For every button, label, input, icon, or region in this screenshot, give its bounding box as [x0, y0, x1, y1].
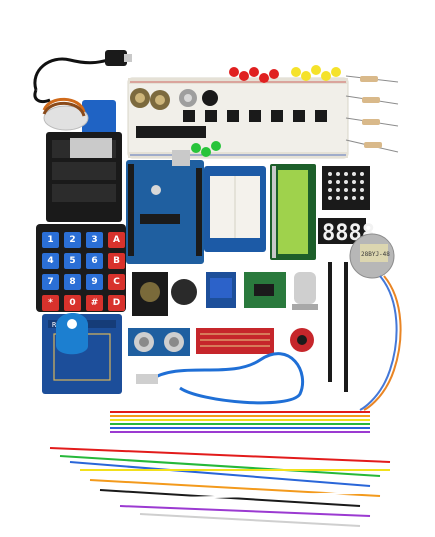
- keypad-key: [108, 295, 125, 311]
- keypad-key: [42, 295, 59, 311]
- keypad-key: [42, 253, 59, 269]
- keypad-key-label: 9: [91, 277, 97, 287]
- jumper-wires-pile: [49, 447, 391, 527]
- joystick-cap: [171, 279, 197, 305]
- usb-cable: [136, 352, 305, 405]
- keypad-key-label: 5: [69, 256, 75, 266]
- pin-headers: [328, 262, 348, 392]
- dc-motor: [292, 272, 318, 310]
- keypad-key-label: 4: [47, 256, 53, 266]
- stepper-label: 28BYJ-48: [361, 251, 390, 258]
- keypad-key: [86, 253, 103, 269]
- keypad-key: [64, 295, 81, 311]
- dc-power-cable: [33, 50, 132, 104]
- ultrasonic-sensor: [128, 328, 190, 356]
- potentiometer-group: [130, 88, 218, 110]
- red-leds: [229, 67, 279, 83]
- keypad-key-label: 0: [69, 298, 75, 308]
- keypad-key-label: *: [48, 298, 53, 308]
- keypad-key-label: 7: [47, 277, 53, 287]
- ic-chip: [136, 126, 206, 138]
- ribbon-jumper-cable: [110, 411, 370, 433]
- keypad-key-label: 6: [91, 256, 97, 266]
- sound-sensor-module: [290, 328, 314, 352]
- keypad-key: [64, 232, 81, 248]
- keypad-key: [42, 232, 59, 248]
- resistors: [345, 75, 399, 153]
- relay-module: [206, 272, 236, 308]
- battery-holder: [46, 132, 122, 222]
- rfid-keyfob-tag: [56, 312, 88, 355]
- keypad-key: [108, 253, 125, 269]
- keypad-key: [64, 253, 81, 269]
- keypad-key: [108, 274, 125, 290]
- keypad-key-label: 8: [69, 277, 75, 287]
- keypad-key: [86, 232, 103, 248]
- keypad-key-label: 3: [91, 235, 97, 245]
- water-level-sensor: [196, 328, 274, 354]
- keypad-key-label: 1: [47, 235, 53, 245]
- keypad-key: [86, 295, 103, 311]
- dot-matrix-display: [322, 166, 370, 210]
- stepper-motor: 28BYJ-48: [349, 233, 402, 411]
- keypad-key: [86, 274, 103, 290]
- keypad-key-label: C: [113, 277, 120, 287]
- prototype-shield: [204, 166, 266, 252]
- keypad-key: [64, 274, 81, 290]
- keypad-key: [42, 274, 59, 290]
- keypad-key: [108, 232, 125, 248]
- arduino-uno-board: [126, 150, 204, 264]
- keypad-key-label: #: [91, 298, 99, 308]
- keypad-key-label: B: [113, 256, 120, 266]
- keypad-keys: 1 2 3 A 4 5 6 B 7 8 9 C * 0 # D: [42, 232, 125, 311]
- keypad-key-label: A: [113, 235, 120, 245]
- lcd-1602-module: [270, 164, 316, 260]
- motor-driver-board: [244, 272, 286, 308]
- keypad-key-label: D: [113, 298, 120, 308]
- joystick-module: [132, 272, 168, 316]
- keypad-key-label: 2: [69, 235, 75, 245]
- green-leds: [191, 141, 221, 157]
- pushbutton-row: [183, 110, 327, 122]
- yellow-leds: [291, 65, 341, 81]
